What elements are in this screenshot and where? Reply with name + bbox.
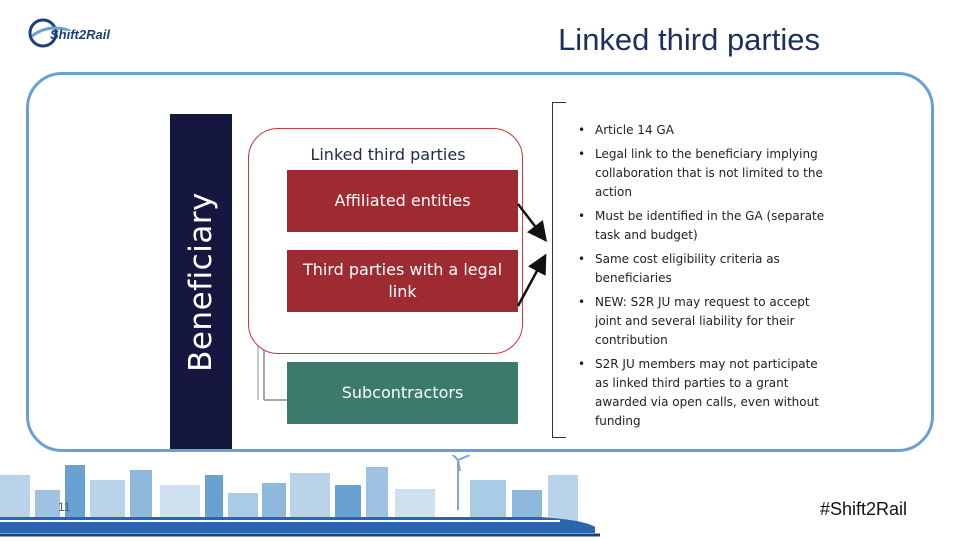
third-parties-box: Third parties with a legal link: [287, 250, 518, 312]
subcontractors-box: Subcontractors: [287, 362, 518, 424]
beneficiary-label-wrap: Beneficiary: [170, 114, 232, 449]
beneficiary-bar: [170, 114, 232, 449]
arrow-up-icon: [516, 253, 547, 307]
page-title: Linked third parties: [558, 22, 820, 57]
affiliated-entities-label: Affiliated entities: [334, 191, 471, 210]
city-skyline-illustration: [0, 455, 600, 537]
arrow-down-icon: [517, 203, 548, 242]
content-frame: [26, 72, 934, 452]
bullet-item: Legal link to the beneficiary implying c…: [578, 145, 828, 202]
bullet-item: NEW: S2R JU may request to accept joint …: [578, 293, 828, 350]
logo-text: Shift2Rail: [50, 27, 110, 42]
bullet-item: Must be identified in the GA (separate t…: [578, 207, 828, 245]
group-label: Linked third parties: [310, 145, 466, 164]
subcontractors-label: Subcontractors: [341, 383, 464, 402]
bullet-item: S2R JU members may not participate as li…: [578, 355, 828, 431]
bullet-item: Article 14 GA: [578, 121, 828, 140]
bullet-item: Same cost eligibility criteria as benefi…: [578, 250, 828, 288]
third-parties-label: Third parties with a legal link: [302, 260, 503, 301]
bullet-bracket: [552, 102, 566, 438]
shift2rail-logo: Shift2Rail: [28, 18, 128, 48]
hashtag-label: #Shift2Rail: [820, 499, 908, 519]
arrows: [516, 203, 548, 307]
bullet-list: Article 14 GA Legal link to the benefici…: [578, 121, 828, 436]
linked-third-parties-group: [248, 128, 523, 354]
beneficiary-label: Beneficiary: [183, 191, 219, 372]
affiliated-entities-box: Affiliated entities: [287, 170, 518, 232]
page-number: 11: [58, 500, 71, 514]
